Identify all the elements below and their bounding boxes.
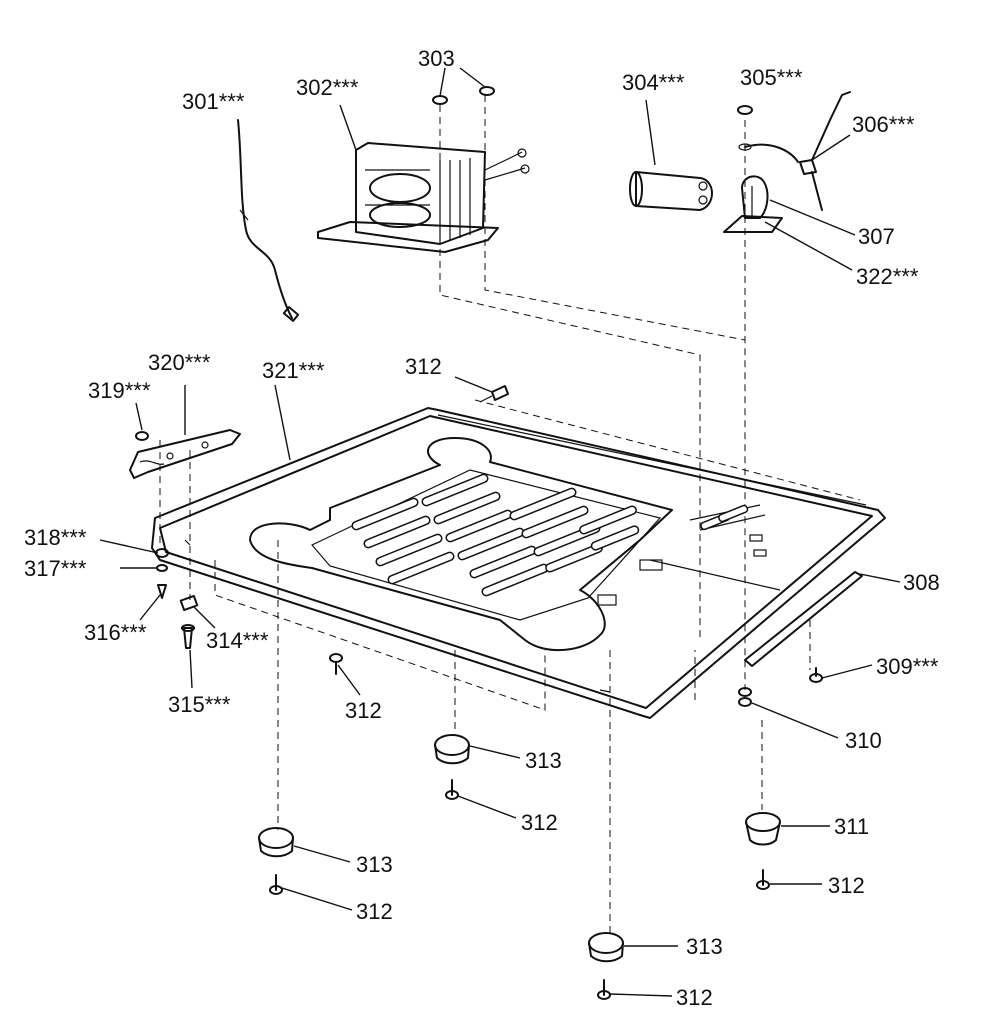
part-310-screw [738, 687, 752, 707]
part-308-trim-strip [744, 571, 863, 667]
callout-312-low-left: 312 [356, 899, 393, 924]
callout-303: 303 [418, 46, 455, 71]
callout-309: 309*** [876, 654, 939, 679]
callout-312-right: 312 [828, 873, 865, 898]
grille-slots [351, 473, 749, 597]
callout-312-mid: 312 [521, 810, 558, 835]
part-304-capacitor [629, 171, 713, 211]
callout-308: 308 [903, 570, 940, 595]
callout-labels: 301*** 302*** 303 304*** 305*** 306*** 3… [24, 46, 940, 1010]
part-301-lead-wire [237, 119, 300, 322]
part-319-screw [135, 431, 149, 441]
part-314-318-hardware [155, 548, 199, 649]
part-305-nut [737, 105, 753, 151]
part-306-diode [744, 91, 851, 211]
callout-306: 306*** [852, 112, 915, 137]
part-321-base-plate [151, 407, 886, 719]
callout-315: 315*** [168, 692, 231, 717]
callout-313-bottom: 313 [686, 934, 723, 959]
callout-316: 316*** [84, 620, 147, 645]
callout-313-mid: 313 [525, 748, 562, 773]
callout-312-left: 312 [345, 698, 382, 723]
callout-311: 311 [834, 814, 869, 839]
callout-304: 304*** [622, 70, 685, 95]
callout-310: 310 [845, 728, 882, 753]
callout-305: 305*** [740, 65, 803, 90]
callout-314: 314*** [206, 628, 269, 653]
callout-321: 321*** [262, 358, 325, 383]
part-309-screw [809, 667, 823, 683]
part-307-capacitor-bracket [723, 175, 783, 233]
callout-312-top: 312 [405, 354, 442, 379]
part-302-transformer [317, 142, 530, 253]
callout-307: 307 [858, 224, 895, 249]
callout-320: 320*** [148, 350, 211, 375]
callout-302: 302*** [296, 75, 359, 100]
callout-313-left: 313 [356, 852, 393, 877]
callout-319: 319*** [88, 378, 151, 403]
callout-317: 317*** [24, 556, 87, 581]
callout-322: 322*** [856, 264, 919, 289]
feet-and-screws [258, 385, 781, 1000]
callout-312-bottom: 312 [676, 985, 713, 1010]
callout-318: 318*** [24, 525, 87, 550]
part-320-bracket [129, 429, 241, 479]
callout-301: 301*** [182, 89, 245, 114]
leader-lines [99, 67, 901, 997]
